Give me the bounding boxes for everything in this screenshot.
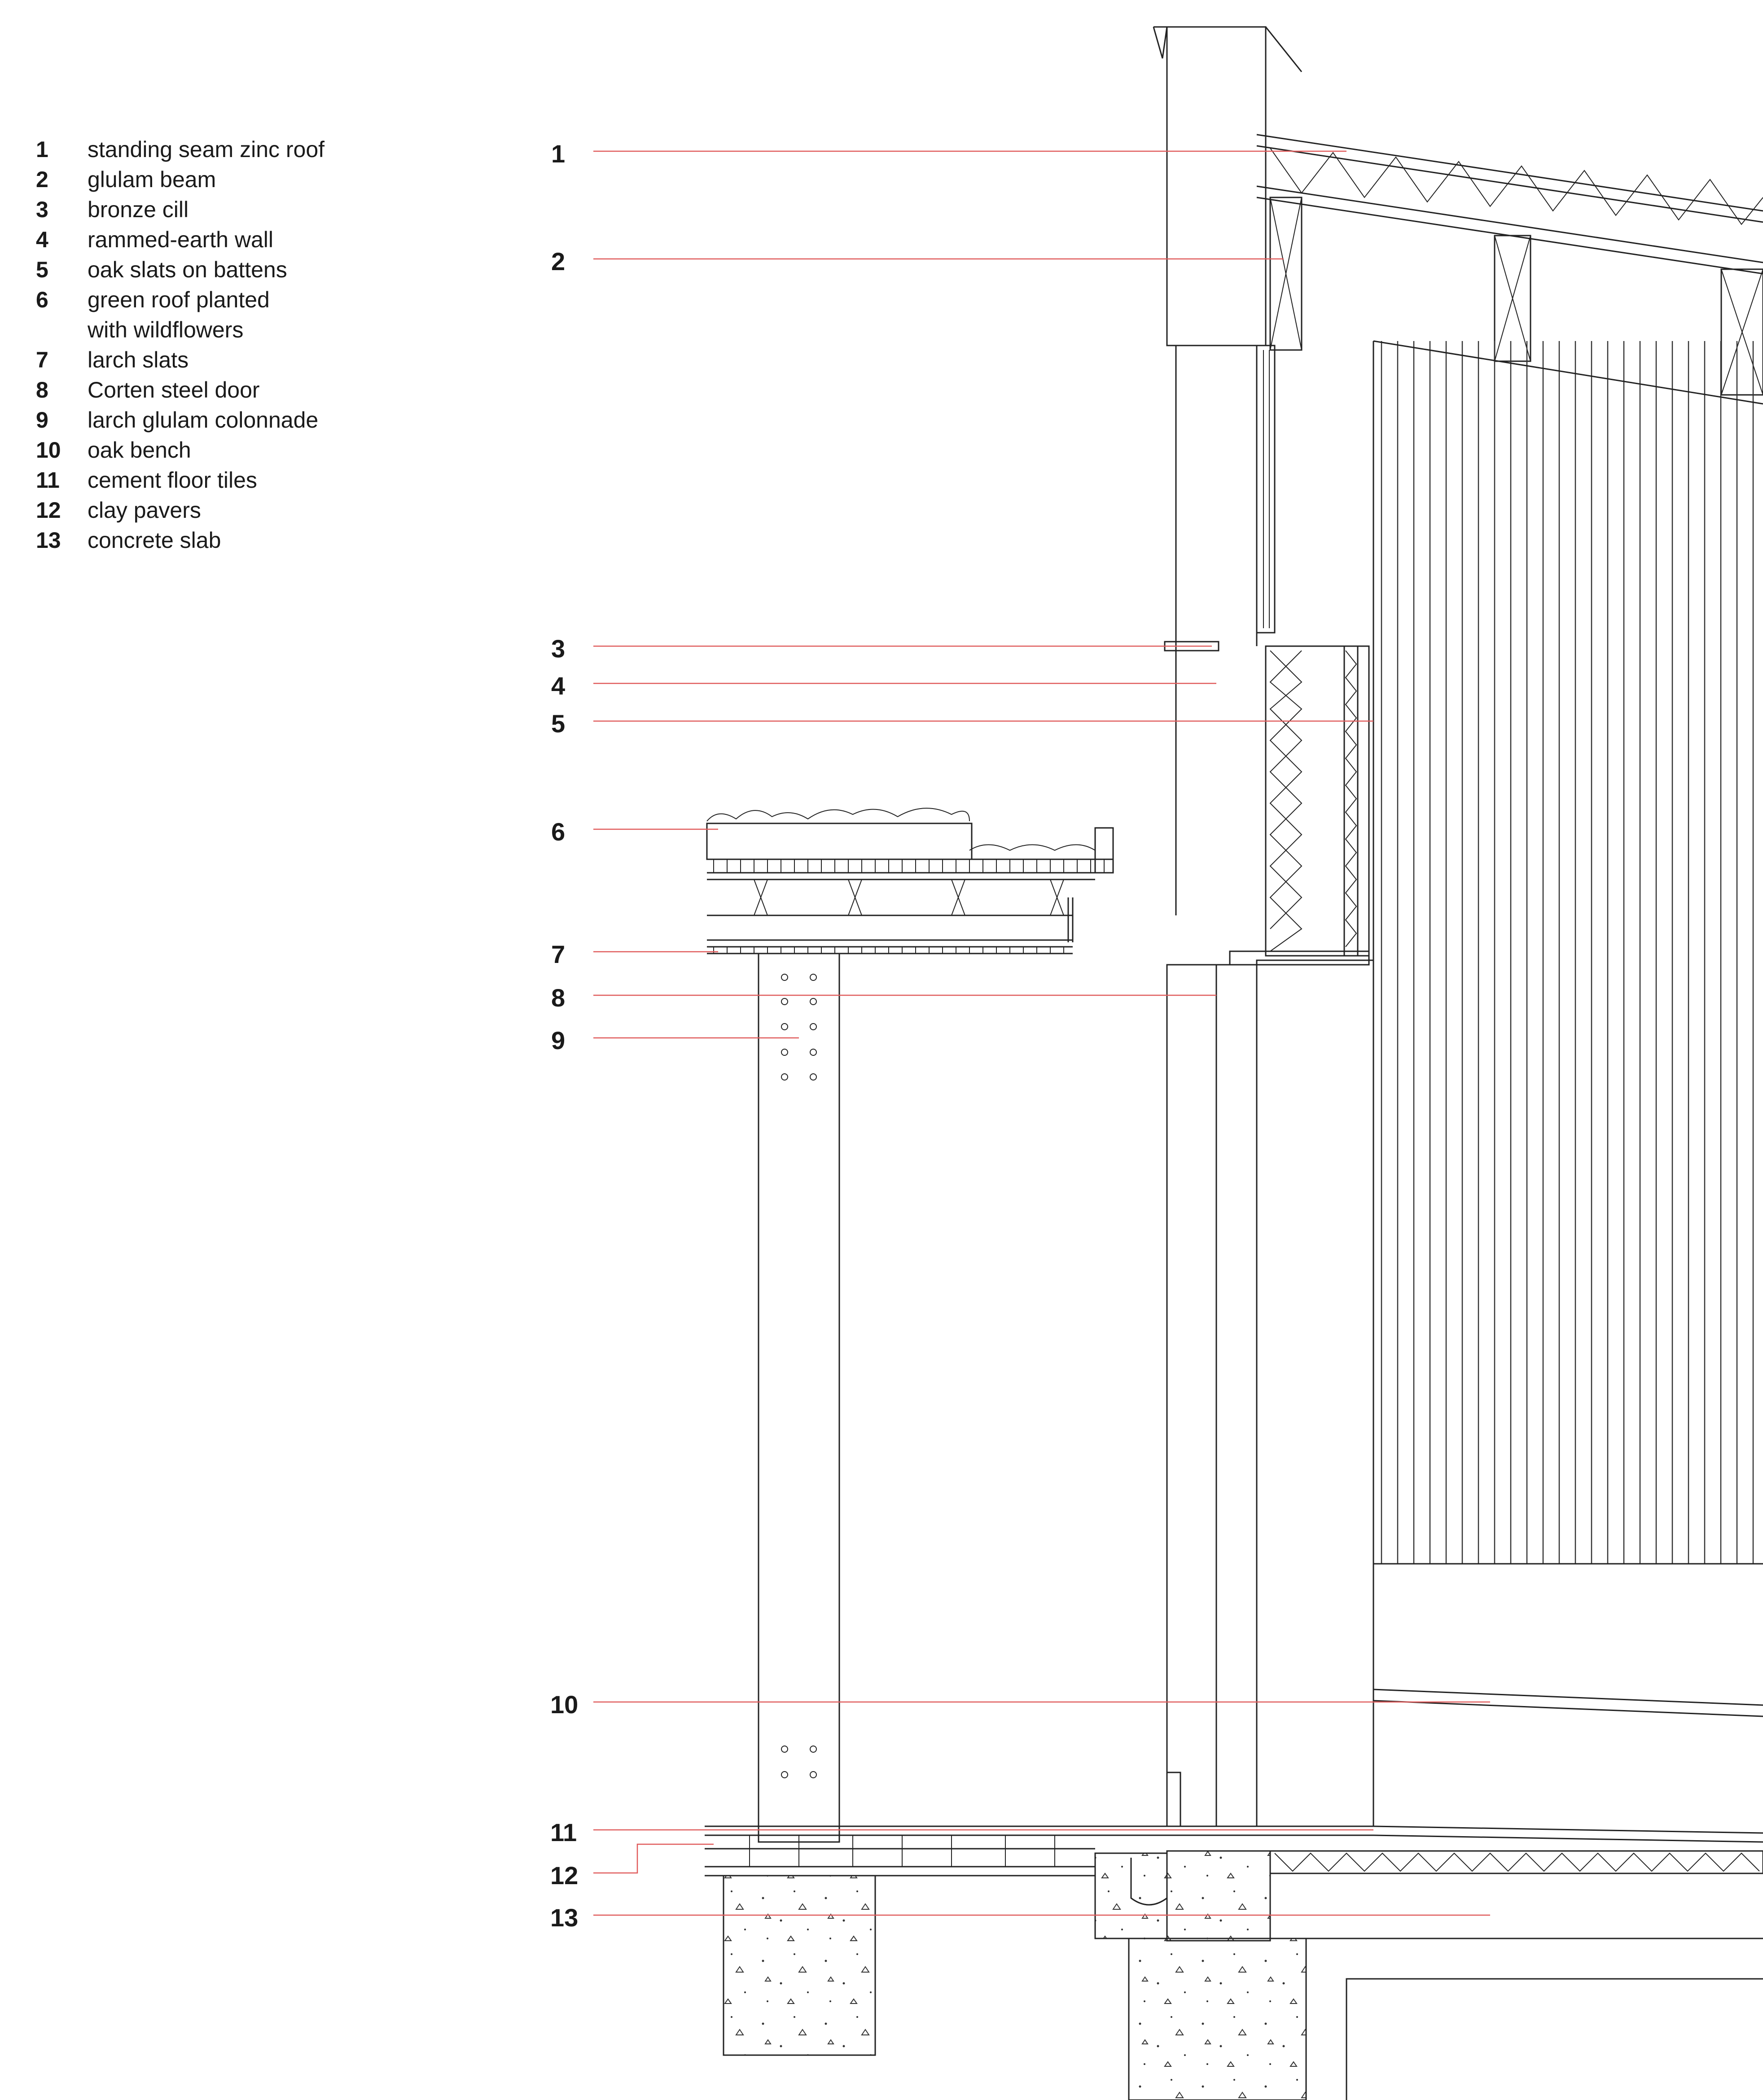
glulam-beams <box>1269 197 1763 396</box>
green-roof <box>706 808 1114 954</box>
legend-item: 9 larch glulam colonnade <box>36 405 440 435</box>
callout-number: 6 <box>551 818 565 846</box>
floor-build-up <box>705 1825 1763 2100</box>
callout-number: 2 <box>551 247 565 276</box>
legend-number: 11 <box>36 468 60 493</box>
leader-lines <box>593 150 1490 1916</box>
legend-label: oak slats on battens <box>88 257 287 282</box>
callout-number: 8 <box>551 984 565 1012</box>
callout-number: 1 <box>551 140 565 168</box>
larch-glulam-colonnade <box>758 953 840 1843</box>
callout-number: 10 <box>550 1690 578 1719</box>
legend-item: 3 bronze cill <box>36 195 440 225</box>
legend-label: glulam beam <box>88 167 216 192</box>
callout-number: 11 <box>550 1818 577 1846</box>
rammed-earth-wall <box>1164 26 1276 915</box>
legend-number: 12 <box>36 498 61 523</box>
oak-slats-on-battens <box>1229 645 1370 966</box>
callout-number: 12 <box>550 1861 578 1890</box>
callout-number: 9 <box>551 1026 565 1054</box>
legend-number: 5 <box>36 257 48 282</box>
legend-number: 2 <box>36 167 48 192</box>
legend-number: 4 <box>36 227 48 252</box>
legend-number: 9 <box>36 407 48 433</box>
legend-item: 12 clay pavers <box>36 495 440 525</box>
legend-number: 13 <box>36 528 61 553</box>
concrete-foundations <box>723 1850 1307 2100</box>
callout-number: 5 <box>551 709 565 738</box>
legend-label: oak bench <box>88 438 191 463</box>
legend-item: 7 larch slats <box>36 345 440 375</box>
legend-number: 10 <box>36 438 61 463</box>
legend-item: 8 Corten steel door <box>36 375 440 405</box>
legend-item: 4 rammed-earth wall <box>36 225 440 255</box>
oak-bench <box>1373 1689 1763 1717</box>
legend-label: concrete slab <box>88 528 221 553</box>
legend-label: clay pavers <box>88 498 201 523</box>
callout-number: 4 <box>551 672 565 700</box>
legend-label: standing seam zinc roof <box>88 137 325 162</box>
legend-item: 5 oak slats on battens <box>36 255 440 285</box>
legend-item: 1 standing seam zinc roof <box>36 135 440 165</box>
legend-item: 10 oak bench <box>36 435 440 465</box>
legend-number: 6 <box>36 287 48 312</box>
legend-item: 13 concrete slab <box>36 525 440 556</box>
legend-label: larch slats <box>88 347 189 372</box>
legend-number: 8 <box>36 377 48 402</box>
legend-label: larch glulam colonnade <box>88 407 319 433</box>
legend: 1 standing seam zinc roof 2 glulam beam 3 b… <box>36 135 440 556</box>
legend-number: 7 <box>36 347 48 372</box>
legend-item: 2 glulam beam <box>36 165 440 195</box>
legend-item: 6 green roof planted with wildflowers <box>36 285 314 345</box>
callout-number: 3 <box>551 634 565 663</box>
legend-label: cement floor tiles <box>88 468 257 493</box>
callout-numbers: 1 2 3 4 5 6 7 8 9 10 11 12 13 <box>550 140 578 1932</box>
legend-number: 1 <box>36 137 48 162</box>
leader-line <box>593 1843 714 1874</box>
slat-screen <box>1373 340 1763 1565</box>
legend-label: Corten steel door <box>88 377 260 402</box>
corten-door <box>1166 959 1374 1827</box>
callout-number: 13 <box>550 1903 578 1932</box>
zinc-roof <box>1153 26 1763 275</box>
legend-number: 3 <box>36 197 48 222</box>
legend-item: 11 cement floor tiles <box>36 465 440 495</box>
callout-number: 7 <box>551 940 565 968</box>
legend-label: green roof planted with wildflowers <box>88 287 270 342</box>
legend-label: rammed-earth wall <box>88 227 274 252</box>
legend-label: bronze cill <box>88 197 189 222</box>
